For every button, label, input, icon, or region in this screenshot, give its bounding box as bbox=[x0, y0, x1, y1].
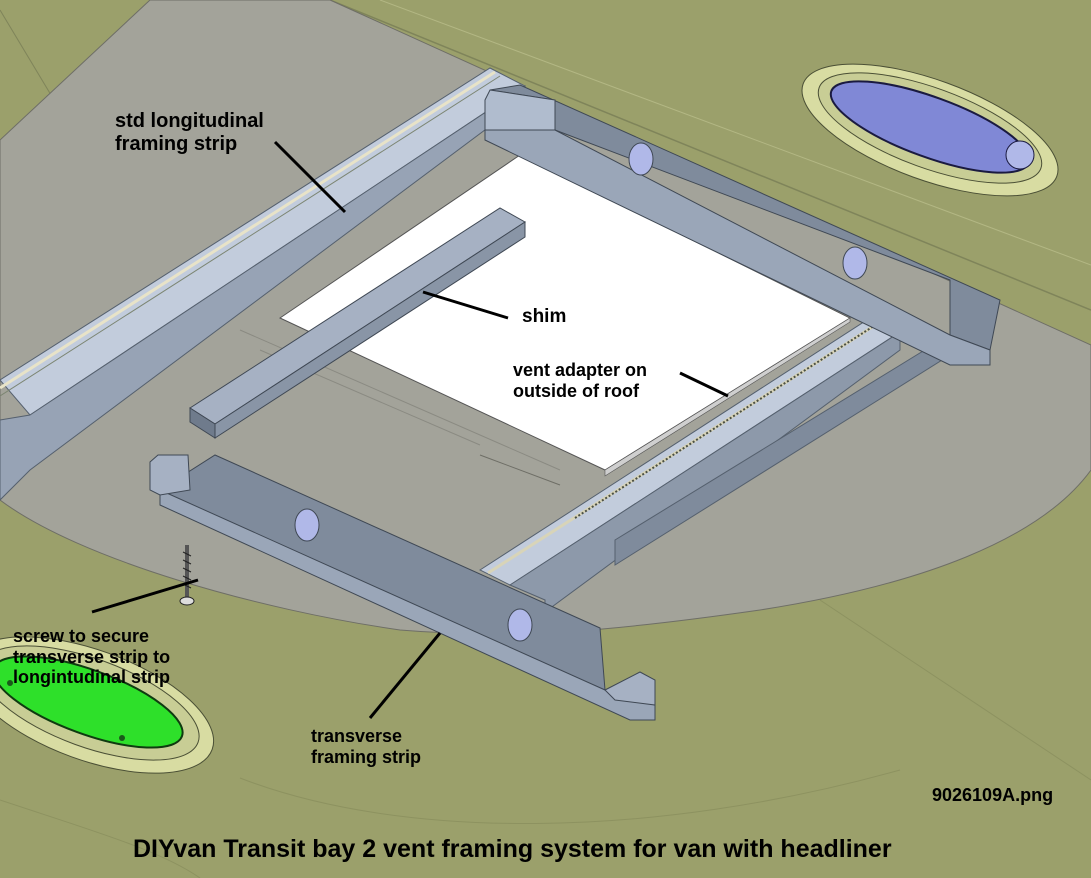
roof-contour-line bbox=[239, 769, 901, 825]
label-vent-adapter: vent adapter on outside of roof bbox=[513, 360, 648, 401]
leader-line-longitudinal bbox=[273, 140, 347, 214]
roof-contour-line bbox=[379, 0, 1091, 266]
green-vent-dot bbox=[7, 680, 13, 686]
diagram-title: DIYvan Transit bay 2 vent framing system… bbox=[133, 835, 892, 863]
top-transverse-hole bbox=[842, 246, 868, 280]
green-vent-dot bbox=[119, 735, 125, 741]
screw-head bbox=[179, 596, 195, 606]
leader-line-screw bbox=[91, 578, 199, 614]
bottom-transverse-hole bbox=[507, 608, 533, 642]
bottom-transverse-strip-hook bbox=[604, 671, 656, 706]
label-shim: shim bbox=[522, 306, 567, 327]
label-longitudinal-strip: std longitudinal framing strip bbox=[115, 110, 264, 155]
roof-contour-line bbox=[329, 0, 1091, 311]
label-transverse-strip: transverse framing strip bbox=[311, 726, 422, 767]
bottom-transverse-strip-hook bbox=[149, 454, 191, 496]
headliner-seam bbox=[479, 454, 561, 486]
right-longitudinal-strip-groove bbox=[574, 321, 881, 519]
roof-contour-line bbox=[0, 799, 201, 878]
top-transverse-strip-top bbox=[484, 89, 556, 131]
longitudinal-strip-groove bbox=[0, 70, 496, 390]
screw-thread bbox=[182, 575, 192, 581]
green-vent-opening bbox=[0, 655, 184, 749]
bottom-transverse-hole bbox=[294, 508, 320, 542]
label-screw: screw to secure transverse strip to long… bbox=[13, 626, 171, 688]
longitudinal-strip-groove bbox=[0, 75, 501, 397]
roof-contour-line bbox=[819, 599, 1091, 781]
longitudinal-strip-side bbox=[0, 85, 526, 501]
screw-thread bbox=[182, 567, 192, 573]
screw-thread bbox=[182, 551, 192, 557]
blue-vent-highlight bbox=[1005, 140, 1035, 170]
top-transverse-strip-flange bbox=[484, 129, 991, 366]
leader-line-transverse bbox=[368, 632, 442, 719]
top-transverse-hole bbox=[628, 142, 654, 176]
leader-line-shim bbox=[422, 290, 509, 320]
filename-label: 9026109A.png bbox=[932, 785, 1054, 805]
leader-line-vent-adapter bbox=[679, 371, 729, 398]
shim-front bbox=[214, 221, 526, 439]
screw-thread bbox=[182, 559, 192, 565]
